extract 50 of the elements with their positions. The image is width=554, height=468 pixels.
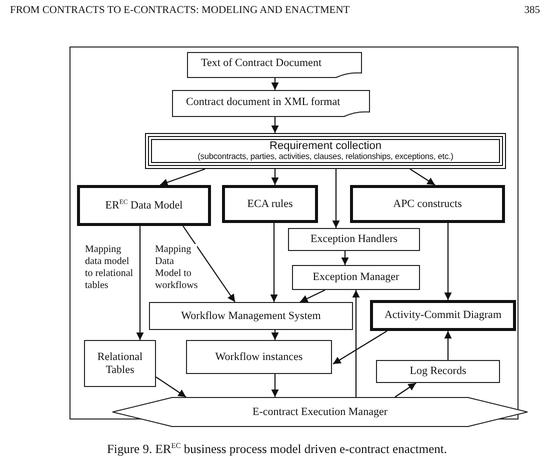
- node-label: Activity-Commit Diagram: [384, 309, 502, 322]
- arrow: [160, 168, 206, 186]
- arrow: [332, 169, 340, 228]
- node-label: Exception Manager: [312, 271, 400, 284]
- process-box: [149, 302, 353, 330]
- arrow: [444, 331, 452, 360]
- figure-caption: Figure 9. ER$^{EC}$ business process model driven e-contract enactment.: [106, 441, 448, 458]
- arrow: [300, 290, 326, 302]
- node-label: E-contract Execution Manager: [252, 406, 388, 418]
- node-label: Exception Handlers: [310, 233, 398, 246]
- process-box: [77, 185, 211, 226]
- process-box: [145, 133, 506, 169]
- process-box: [288, 228, 420, 251]
- process-box: [376, 360, 500, 383]
- running-header: FROM CONTRACTS TO E-CONTRACTS: MODELING AND ENACTMENT: [10, 5, 350, 16]
- arrow: [332, 330, 388, 364]
- document-box: [187, 52, 362, 78]
- process-box: [370, 300, 516, 331]
- arrow: [271, 374, 279, 397]
- node-label: APC constructs: [393, 198, 462, 210]
- arrow: [182, 226, 236, 302]
- process-box: [84, 340, 156, 387]
- arrow: [271, 330, 279, 340]
- node-label: Workflow Management System: [181, 310, 321, 322]
- node-label: ER$^{EC}$ Data Model: [105, 198, 183, 212]
- node-label: Workflow instances: [215, 350, 303, 364]
- arrow: [156, 376, 186, 398]
- process-box: [350, 185, 505, 223]
- arrow: [352, 290, 360, 397]
- node-label: Text of Contract Document: [201, 57, 322, 70]
- arrow: [271, 117, 279, 133]
- arrow: [270, 223, 278, 302]
- node-sublabel: (subcontracts, parties, activities, clauses, relationships, exceptions, etc.): [198, 152, 454, 162]
- node-label: Log Records: [410, 365, 466, 378]
- node-label: ECA rules: [247, 198, 293, 210]
- node-label: Relational Tables: [96, 350, 144, 376]
- arrow: [271, 169, 279, 185]
- process-box: [186, 340, 332, 374]
- arrow: [136, 226, 144, 340]
- arrow: [271, 78, 279, 90]
- node-label: Requirement collection: [270, 140, 382, 152]
- hexagon-box: [112, 397, 528, 427]
- node-label: Contract document in XML format: [186, 96, 340, 108]
- process-box: [222, 185, 318, 223]
- arrow: [341, 251, 349, 265]
- arrow: [444, 223, 452, 300]
- arrow: [394, 382, 416, 398]
- page-number: 385: [524, 5, 540, 16]
- process-box: [292, 265, 420, 290]
- document-box: [172, 90, 370, 117]
